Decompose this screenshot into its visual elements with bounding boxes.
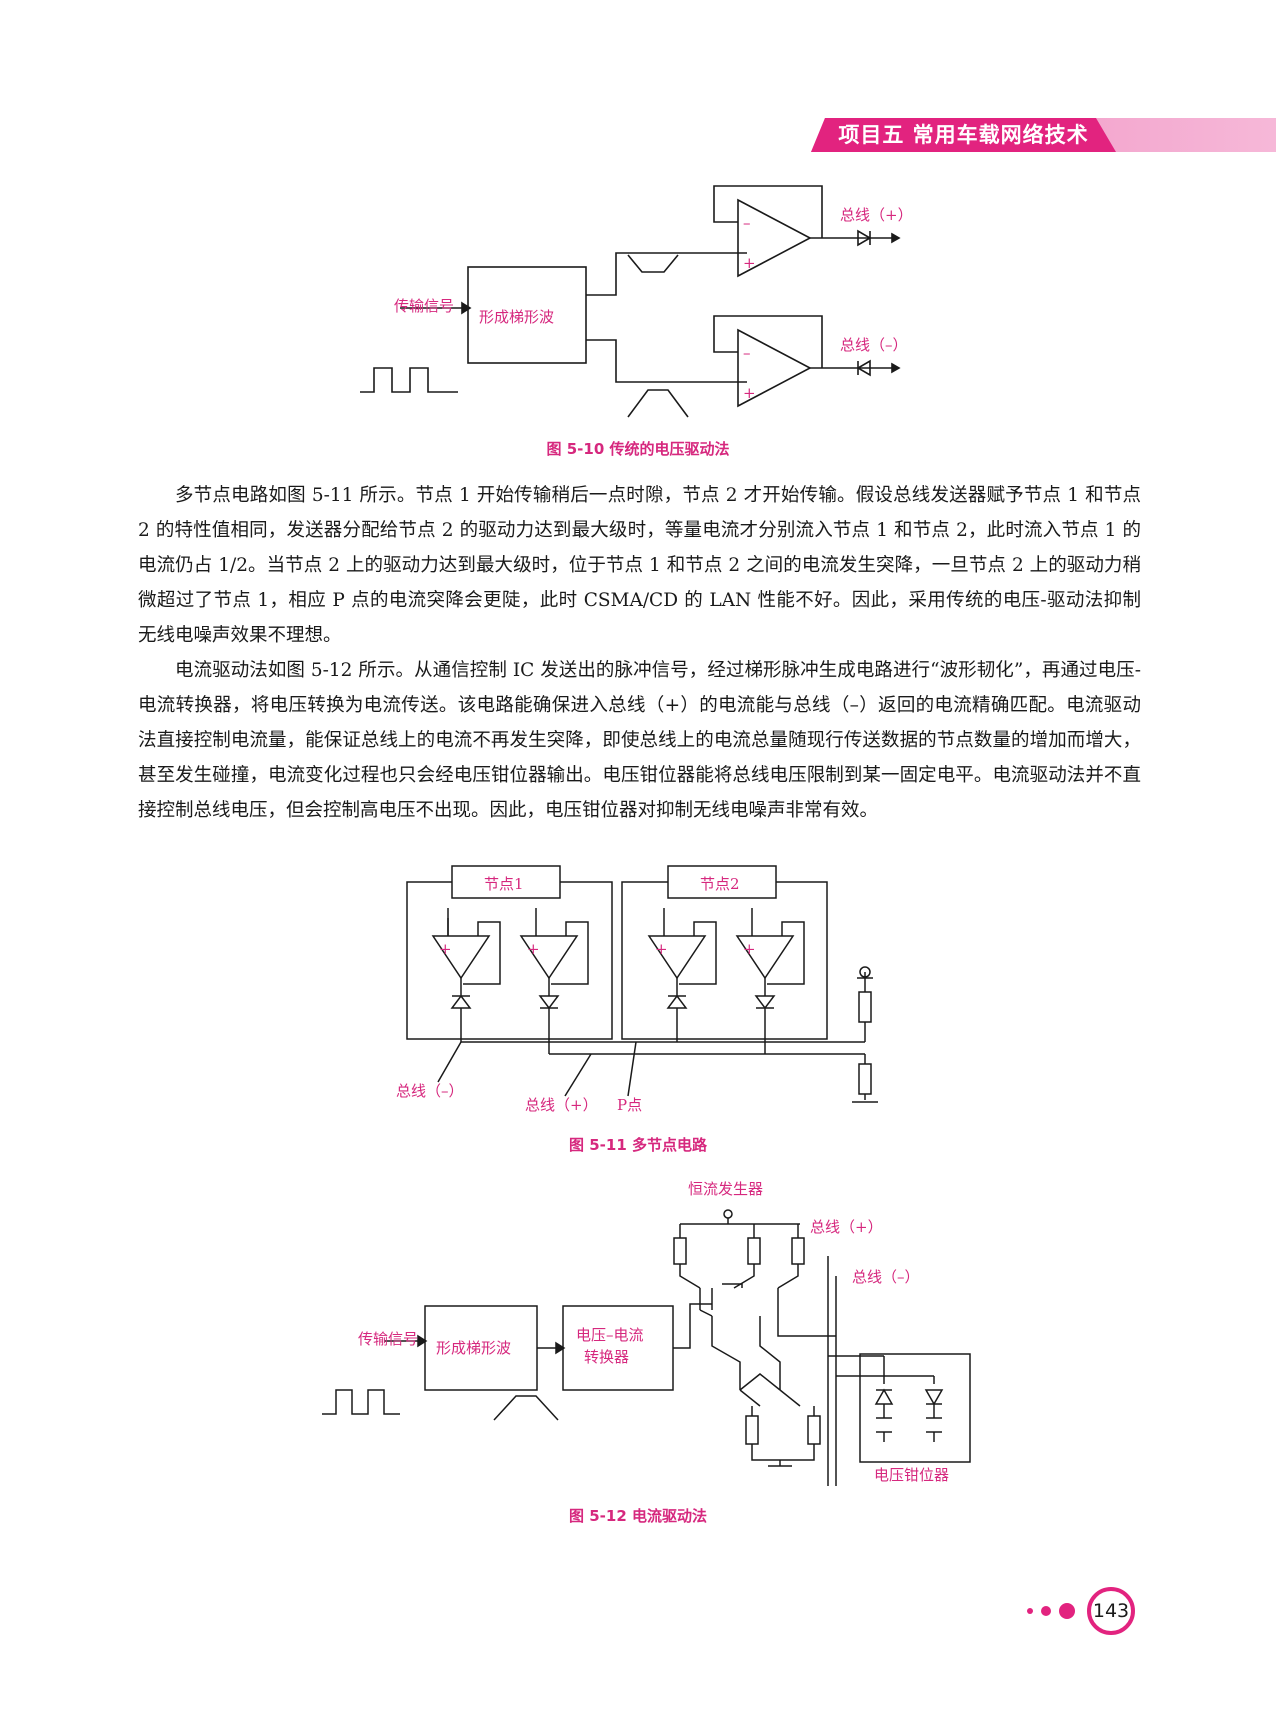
node1-box [451,865,561,899]
vi-converter-label: 转换器 [584,1348,629,1366]
node1-frame [406,881,613,1040]
bus-plus-label: 总线（+） [810,1218,883,1236]
figure-5-10-caption: 图 5-10 传统的电压驱动法 [546,440,730,458]
trapezoid-former-label: 形成梯形波 [479,308,554,326]
chapter-title: 项目五 常用车载网络技术 [838,123,1089,147]
plus-sign: + [655,940,668,958]
bus-plus-label: 总线（+） [525,1096,598,1114]
bus-minus-label: 总线（–） [396,1082,464,1100]
dot-icon [1041,1606,1051,1616]
paragraph: 多节点电路如图 5-11 所示。节点 1 开始传输稍后一点时隙，节点 2 才开始… [138,485,1141,646]
page-number-badge: 143 [1025,1585,1145,1645]
current-generator-label: 恒流发生器 [688,1180,763,1198]
opamp-minus-sign: – [743,344,751,362]
opamp-plus-sign: + [743,254,756,272]
bus-minus-label: 总线（–） [840,336,908,354]
paragraph: 电流驱动法如图 5-12 所示。从通信控制 IC 发送出的脉冲信号，经过梯形脉冲… [138,660,1141,821]
dot-icon [1027,1608,1033,1614]
trapezoid-former-label: 形成梯形波 [436,1339,511,1357]
opamp-minus-sign: – [743,214,751,232]
trapezoid-former-box [467,266,587,364]
p-point-label: P点 [617,1096,642,1114]
node2-label: 节点2 [700,875,740,893]
figure-5-12-caption: 图 5-12 电流驱动法 [569,1507,707,1525]
node2-frame [621,881,828,1040]
figure-5-12: 恒流发生器 总线（+） 总线（–） 传输信号 形成梯形波 电压–电流 转换器 电… [322,1180,971,1486]
opamp-plus-sign: + [743,384,756,402]
voltage-clamp-label: 电压钳位器 [874,1466,949,1484]
opamp-bottom [737,328,812,408]
node1-label: 节点1 [484,875,524,893]
input-signal-label: 传输信号 [394,297,454,315]
chapter-header: 项目五 常用车载网络技术 [811,118,1276,152]
figure-5-11-caption: 图 5-11 多节点电路 [569,1136,707,1154]
plus-sign: + [527,940,540,958]
header-tab [811,118,1116,152]
figure-5-10: 传输信号 形成梯形波 总线（+） 总线（–） – + – + [360,185,913,418]
voltage-clamp-box [859,1353,971,1463]
plus-sign: + [439,940,452,958]
opamp-top [737,198,812,278]
vi-converter-label: 电压–电流 [576,1326,644,1344]
figure-5-11: 节点1 节点2 + + + + 总线（–） 总线（+） P点 [396,865,878,1114]
bus-plus-label: 总线（+） [840,206,913,224]
dot-icon [1059,1603,1075,1619]
input-signal-label: 传输信号 [358,1330,418,1348]
page-number: 143 [1087,1587,1135,1635]
body-text: 多节点电路如图 5-11 所示。节点 1 开始传输稍后一点时隙，节点 2 才开始… [138,478,1141,828]
bus-minus-label: 总线（–） [852,1268,920,1286]
plus-sign: + [743,940,756,958]
node2-box [667,865,777,899]
